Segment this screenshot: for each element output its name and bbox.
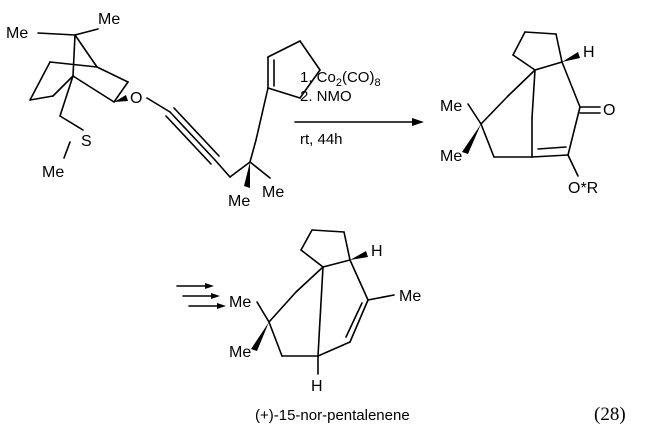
final-hydrogen-top: H bbox=[371, 243, 383, 260]
product-hydrogen: H bbox=[583, 44, 595, 61]
product-me-upper: Me bbox=[440, 98, 462, 115]
product-wedge-me bbox=[462, 124, 481, 154]
product-bonds bbox=[480, 31, 601, 177]
final-wedge-h bbox=[350, 251, 368, 260]
condition-step1: 1. Co2(CO)8 bbox=[300, 69, 381, 89]
final-me-right: Me bbox=[399, 288, 421, 305]
wedge-bond-methyl bbox=[244, 162, 250, 188]
product-ester: O*R bbox=[568, 180, 598, 197]
final-product-name: (+)-15-nor-pentalenene bbox=[255, 407, 410, 424]
product-oxygen: O bbox=[603, 102, 615, 119]
final-wedge-me bbox=[251, 322, 269, 351]
product-wedge-h bbox=[562, 52, 580, 62]
reactant-bonds bbox=[29, 28, 129, 159]
condition-step3: rt, 44h bbox=[300, 131, 343, 148]
equation-number: (28) bbox=[594, 404, 626, 425]
reactant-me-sulfur: Me bbox=[42, 164, 64, 181]
reactant-me-left: Me bbox=[6, 25, 28, 42]
condition-step2: 2. NMO bbox=[300, 88, 352, 105]
reactant-me-top: Me bbox=[98, 11, 120, 28]
reactant-me-chain-right: Me bbox=[262, 184, 284, 201]
final-hydrogen-bottom: H bbox=[311, 378, 323, 395]
reactant-oxygen: O bbox=[130, 90, 142, 107]
reaction-conditions: 1. Co2(CO)8 2. NMO rt, 44h bbox=[300, 69, 381, 148]
product-me-lower: Me bbox=[440, 148, 462, 165]
reaction-arrow bbox=[294, 118, 424, 126]
cyclopentene-ring bbox=[267, 40, 321, 99]
final-product-bonds bbox=[268, 229, 395, 375]
reactant-structure: Me Me O S Me Me Me bbox=[6, 11, 321, 210]
reactant-sulfur: S bbox=[81, 133, 92, 150]
final-product-structure: Me Me H Me H bbox=[229, 229, 421, 395]
final-me-lower: Me bbox=[229, 344, 251, 361]
alkyne-chain bbox=[146, 87, 271, 179]
multistep-arrows bbox=[176, 283, 226, 309]
reactant-me-chain-bottom: Me bbox=[228, 193, 250, 210]
product-structure: Me Me H O O*R bbox=[440, 31, 615, 197]
final-me-upper: Me bbox=[229, 294, 251, 311]
wedge-bond-oxygen bbox=[114, 95, 128, 102]
